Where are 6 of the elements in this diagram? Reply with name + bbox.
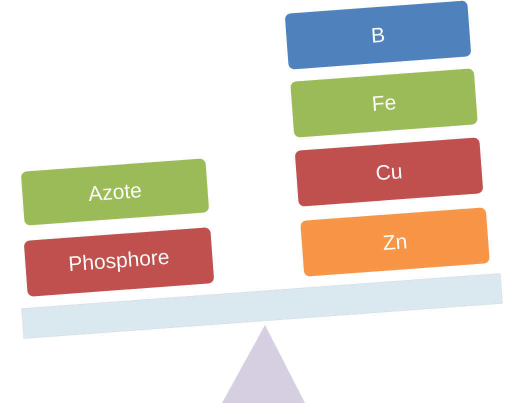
element-box: Fe <box>290 68 478 138</box>
element-box: Zn <box>300 208 490 276</box>
element-box: Cu <box>295 138 483 206</box>
element-box: Phosphore <box>24 228 214 296</box>
element-box: Azote <box>21 158 209 226</box>
element-box: B <box>285 0 471 70</box>
